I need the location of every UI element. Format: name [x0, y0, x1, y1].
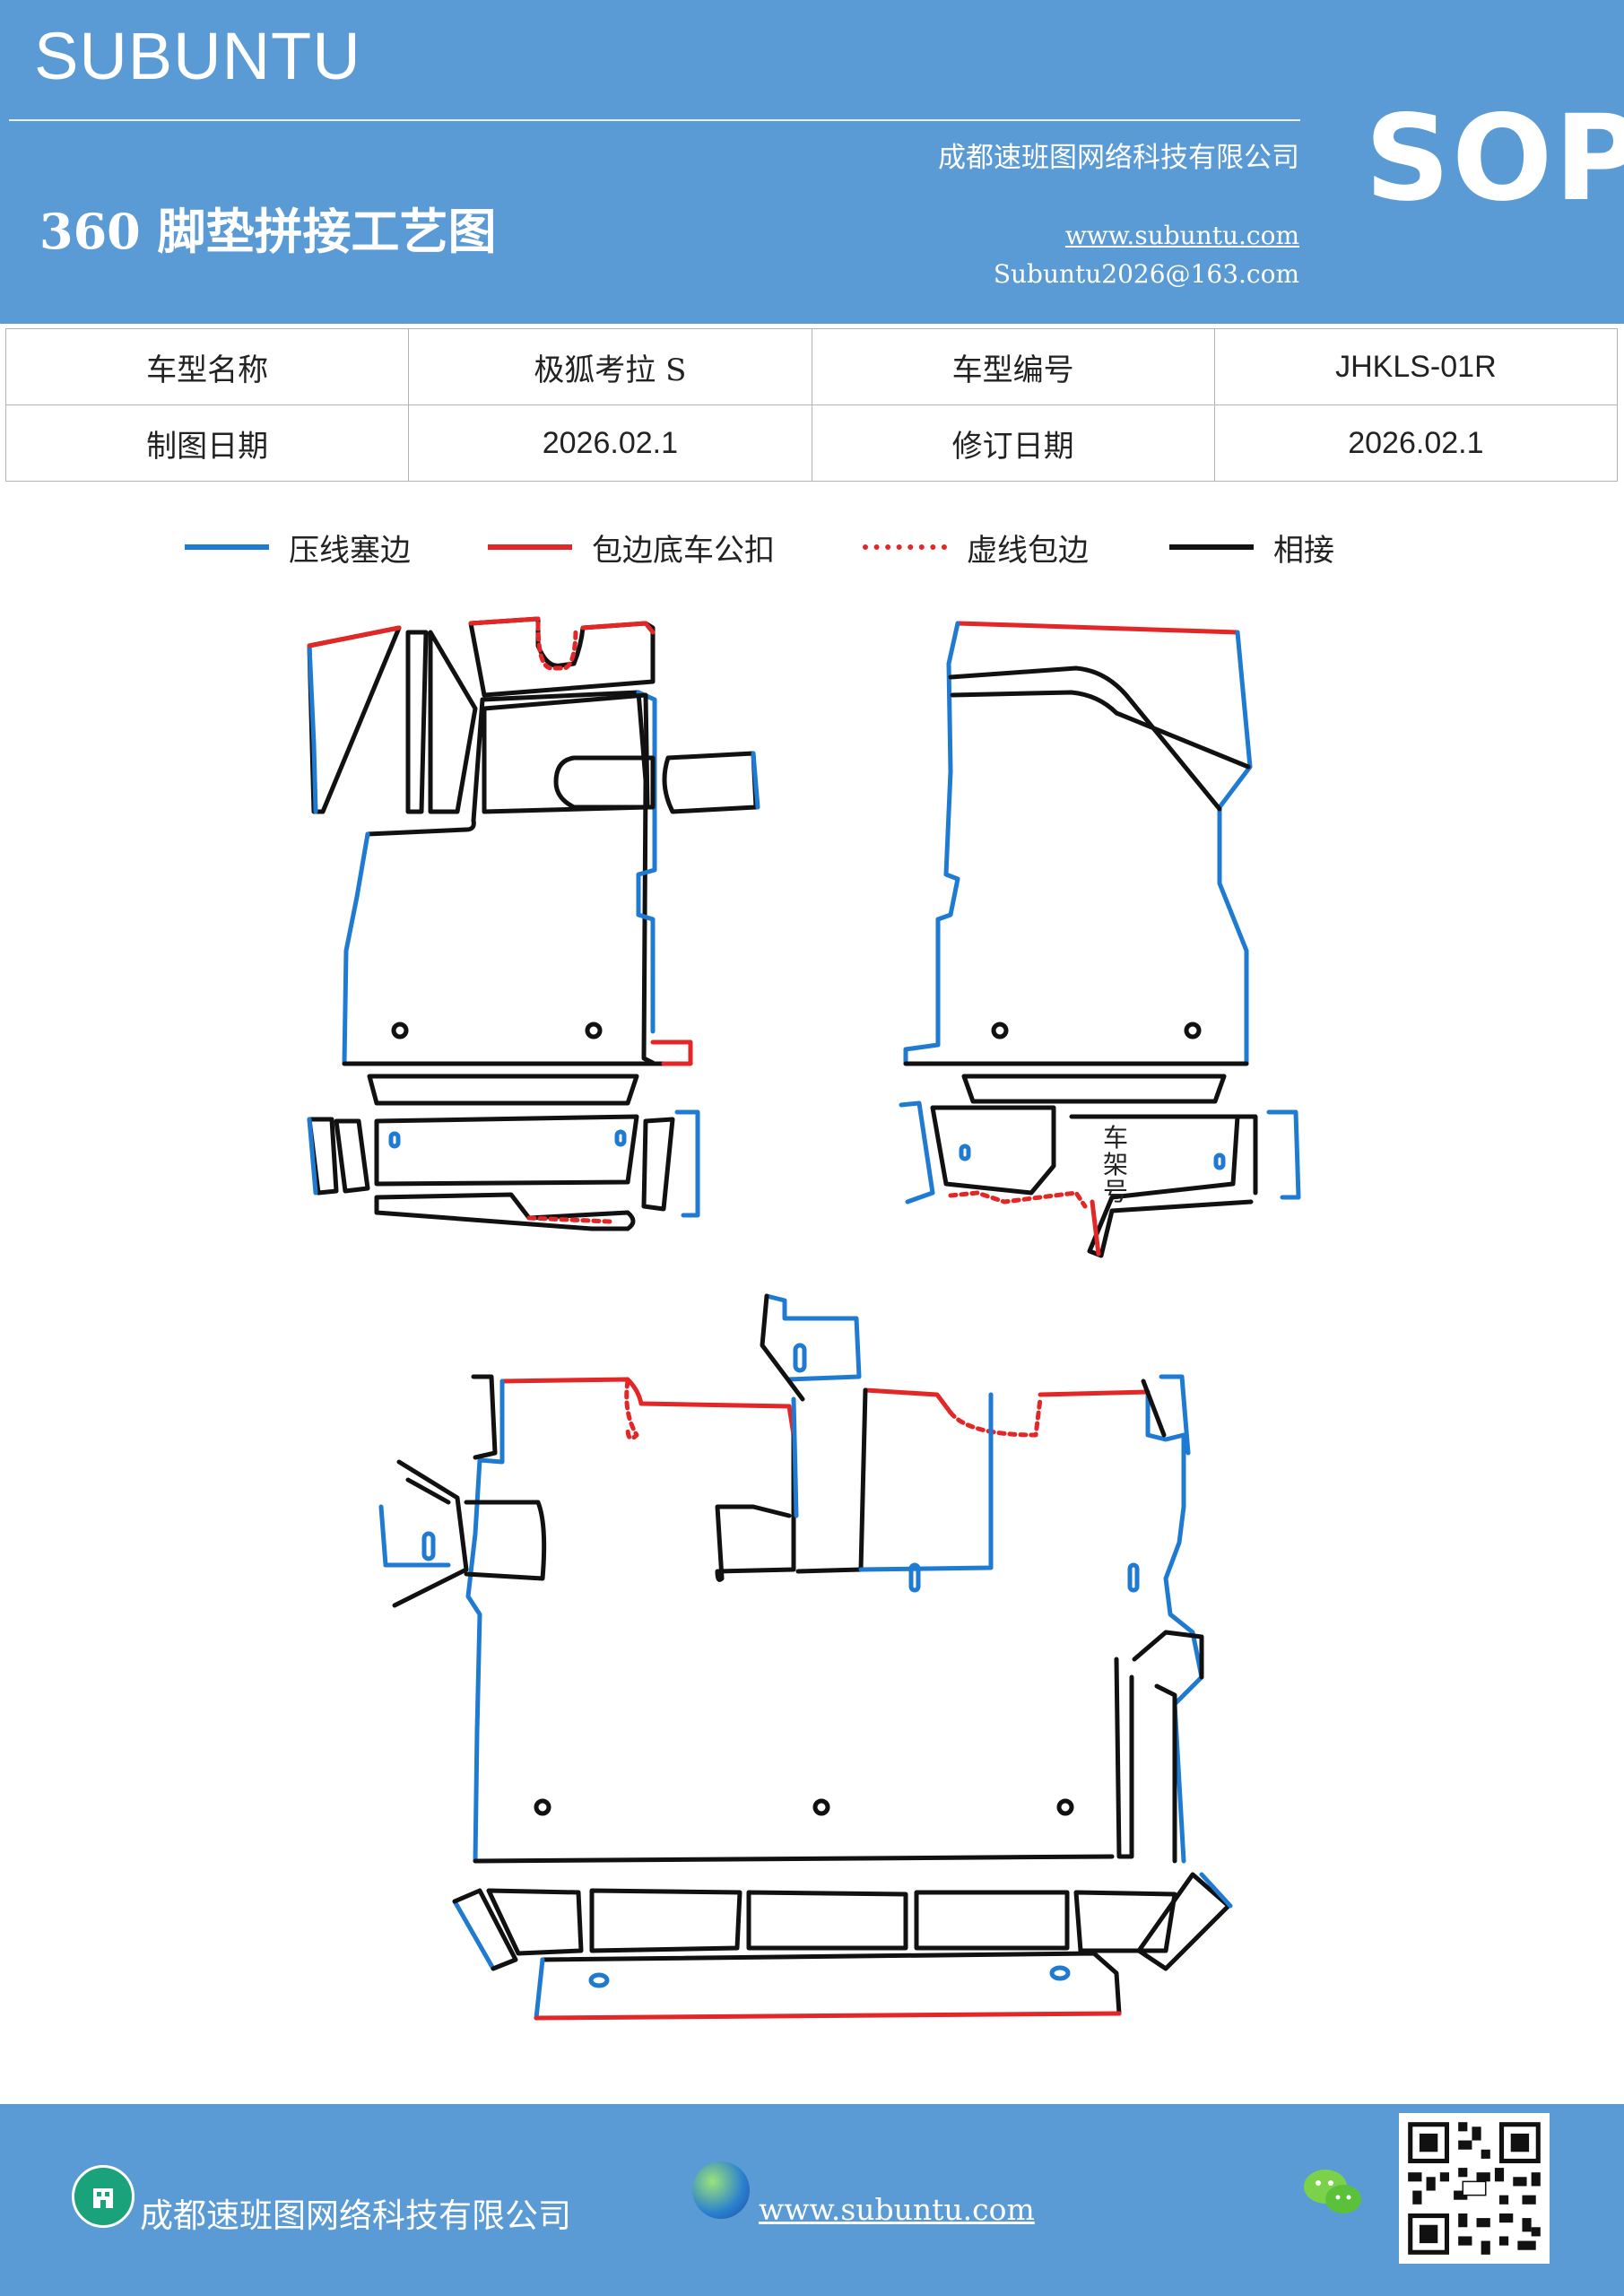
company-name: 成都速班图网络科技有限公司 — [938, 142, 1299, 174]
table-row: 车型名称 极狐考拉 S 车型编号 JHKLS-01R — [4, 328, 1619, 405]
floor-mat-diagram: 车 架 号 — [307, 616, 1301, 2021]
legend-item: 相接 — [1169, 520, 1334, 574]
table-cell: 2026.02.1 — [1213, 404, 1619, 482]
brand-name: SUBUNTU — [34, 19, 361, 93]
table-cell: 车型编号 — [811, 328, 1215, 405]
table-cell: 2026.02.1 — [408, 404, 812, 482]
footer-website-link[interactable]: www.subuntu.com — [759, 2192, 1035, 2227]
table-cell: 极狐考拉 S — [408, 328, 812, 405]
legend-swatch-black — [1169, 544, 1254, 550]
page-footer: 成都速班图网络科技有限公司 www.subuntu.com — [0, 2104, 1624, 2296]
wechat-icon[interactable] — [1302, 2165, 1365, 2219]
vehicle-info-table: 车型名称 极狐考拉 S 车型编号 JHKLS-01R 制图日期 2026.02.… — [4, 328, 1619, 482]
legend-label: 包边底车公扣 — [592, 532, 775, 569]
table-row: 制图日期 2026.02.1 修订日期 2026.02.1 — [4, 404, 1619, 482]
globe-icon — [692, 2161, 750, 2219]
table-cell: 制图日期 — [4, 404, 410, 482]
legend-item: 虚线包边 — [863, 520, 1089, 574]
website-link[interactable]: www.subuntu.com — [1064, 221, 1299, 250]
legend-label: 虚线包边 — [967, 532, 1089, 569]
legend-swatch-blue — [185, 544, 269, 550]
table-cell: JHKLS-01R — [1213, 328, 1619, 405]
legend-label: 压线塞边 — [289, 532, 411, 569]
right-front-mat: 车 架 号 — [899, 621, 1301, 1258]
footer-company-name: 成都速班图网络科技有限公司 — [140, 2196, 571, 2235]
building-icon — [72, 2165, 135, 2228]
contact-email: Subuntu2026@163.com — [993, 259, 1299, 289]
legend-swatch-red — [488, 544, 572, 550]
legend-item: 包边底车公扣 — [488, 520, 775, 574]
table-cell: 车型名称 — [4, 328, 410, 405]
page-header: SUBUNTU 成都速班图网络科技有限公司 360 脚垫拼接工艺图 www.su… — [0, 0, 1624, 324]
legend-item: 压线塞边 — [185, 520, 411, 574]
table-cell: 修订日期 — [811, 404, 1215, 482]
rear-mat — [378, 1293, 1233, 2021]
qr-code — [1399, 2113, 1550, 2264]
legend-swatch-red-dotted — [863, 544, 947, 550]
document-title: 360 脚垫拼接工艺图 — [39, 203, 497, 260]
sop-badge: SOP — [1365, 90, 1624, 228]
frame-number-annotation: 车 架 号 — [1103, 1123, 1136, 1206]
left-front-mat — [307, 616, 760, 1231]
legend-label: 相接 — [1273, 532, 1334, 569]
line-legend: 压线塞边 包边底车公扣 虚线包边 相接 — [0, 520, 1624, 574]
header-divider — [9, 119, 1300, 121]
